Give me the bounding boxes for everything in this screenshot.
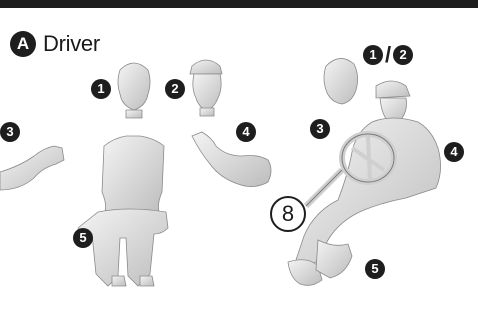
arm-part-3 <box>0 146 64 190</box>
callout-arm-3: 3 <box>0 122 20 142</box>
callout-torso-5: 5 <box>73 228 93 248</box>
callout-assembled-head-1: 1 <box>363 45 383 65</box>
callout-steering-wheel-8: 8 <box>270 196 306 232</box>
callout-assembled-head-2: 2 <box>393 45 413 65</box>
callout-separator: / <box>385 44 391 66</box>
callout-assembled-5: 5 <box>365 259 385 279</box>
torso-part-5 <box>78 136 168 286</box>
callout-head-2: 2 <box>165 79 185 99</box>
head-part-2 <box>190 60 222 116</box>
callout-arm-4: 4 <box>236 122 256 142</box>
callout-assembled-heads: 1 / 2 <box>363 44 413 66</box>
callout-assembled-3: 3 <box>310 119 330 139</box>
head-part-1 <box>118 63 150 118</box>
callout-head-1: 1 <box>91 79 111 99</box>
callout-assembled-4: 4 <box>444 142 464 162</box>
arm-part-4 <box>192 132 271 187</box>
assembled-head <box>324 58 358 104</box>
